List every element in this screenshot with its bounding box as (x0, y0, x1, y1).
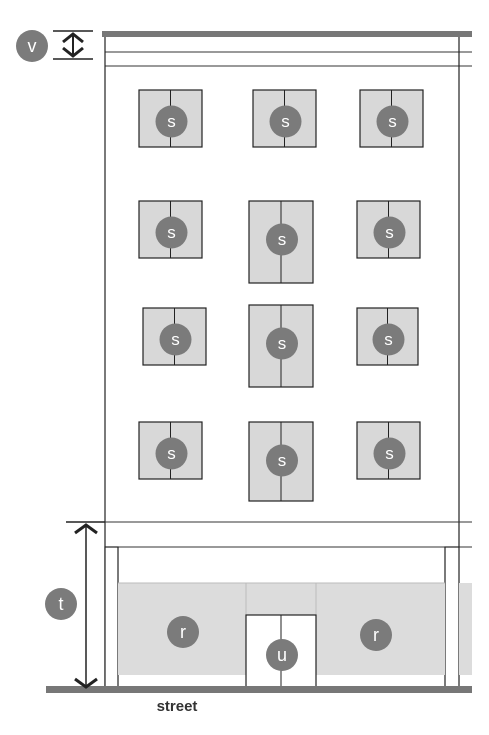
window-10: s (138, 421, 203, 480)
marker-v-label: v (28, 36, 37, 56)
marker-r-left (167, 616, 199, 648)
storefront-pier-right (444, 546, 460, 691)
transom (246, 583, 316, 615)
marker-s (376, 105, 409, 138)
marker-s-label: s (385, 223, 394, 242)
marker-s-label: s (167, 112, 176, 131)
marker-u (266, 639, 298, 671)
street-label: street (157, 698, 198, 715)
window-8: s (248, 304, 314, 388)
marker-u-label: u (277, 645, 287, 665)
window-11: s (248, 421, 314, 502)
marker-s-label: s (167, 444, 176, 463)
marker-s-label: s (278, 334, 287, 353)
marker-s-label: s (385, 444, 394, 463)
marker-s-label: s (384, 330, 393, 349)
marker-r-right-label: r (373, 625, 379, 645)
window-12: s (356, 421, 421, 480)
storefront-cornice (105, 521, 472, 548)
street-ground-line (46, 686, 472, 693)
window-7: s (142, 307, 207, 366)
window-2: s (252, 89, 317, 148)
marker-s (266, 444, 298, 477)
marker-s (155, 216, 188, 249)
marker-v (16, 30, 48, 62)
marker-s (373, 437, 406, 470)
marker-s (373, 216, 406, 249)
window-5: s (248, 200, 314, 284)
storefront-pier-left (104, 546, 119, 691)
neighbor-glazing (459, 583, 472, 675)
marker-s (372, 323, 405, 356)
marker-s-label: s (171, 330, 180, 349)
marker-s-label: s (278, 451, 287, 470)
marker-s-label: s (281, 112, 290, 131)
marker-s-label: s (167, 223, 176, 242)
marker-s-label: s (278, 230, 287, 249)
roof-parapet (102, 31, 472, 67)
marker-t-label: t (58, 594, 63, 614)
marker-r-right (360, 619, 392, 651)
marker-s (269, 105, 302, 138)
dimension-t: t (45, 521, 105, 689)
window-9: s (356, 307, 419, 366)
marker-s (266, 223, 298, 256)
window-4: s (138, 200, 203, 259)
window-1: s (138, 89, 203, 148)
marker-r-left-label: r (180, 622, 186, 642)
window-3: s (359, 89, 424, 148)
window-6: s (356, 200, 421, 259)
marker-s (266, 327, 298, 360)
marker-s (159, 323, 192, 356)
marker-t (45, 588, 77, 620)
marker-s-label: s (388, 112, 397, 131)
upper-windows: s s s s s s s s s s s s (138, 89, 424, 502)
storefront-markers: r r u (167, 616, 392, 671)
marker-s (155, 105, 188, 138)
marker-s (155, 437, 188, 470)
dimension-v: v (16, 30, 93, 62)
